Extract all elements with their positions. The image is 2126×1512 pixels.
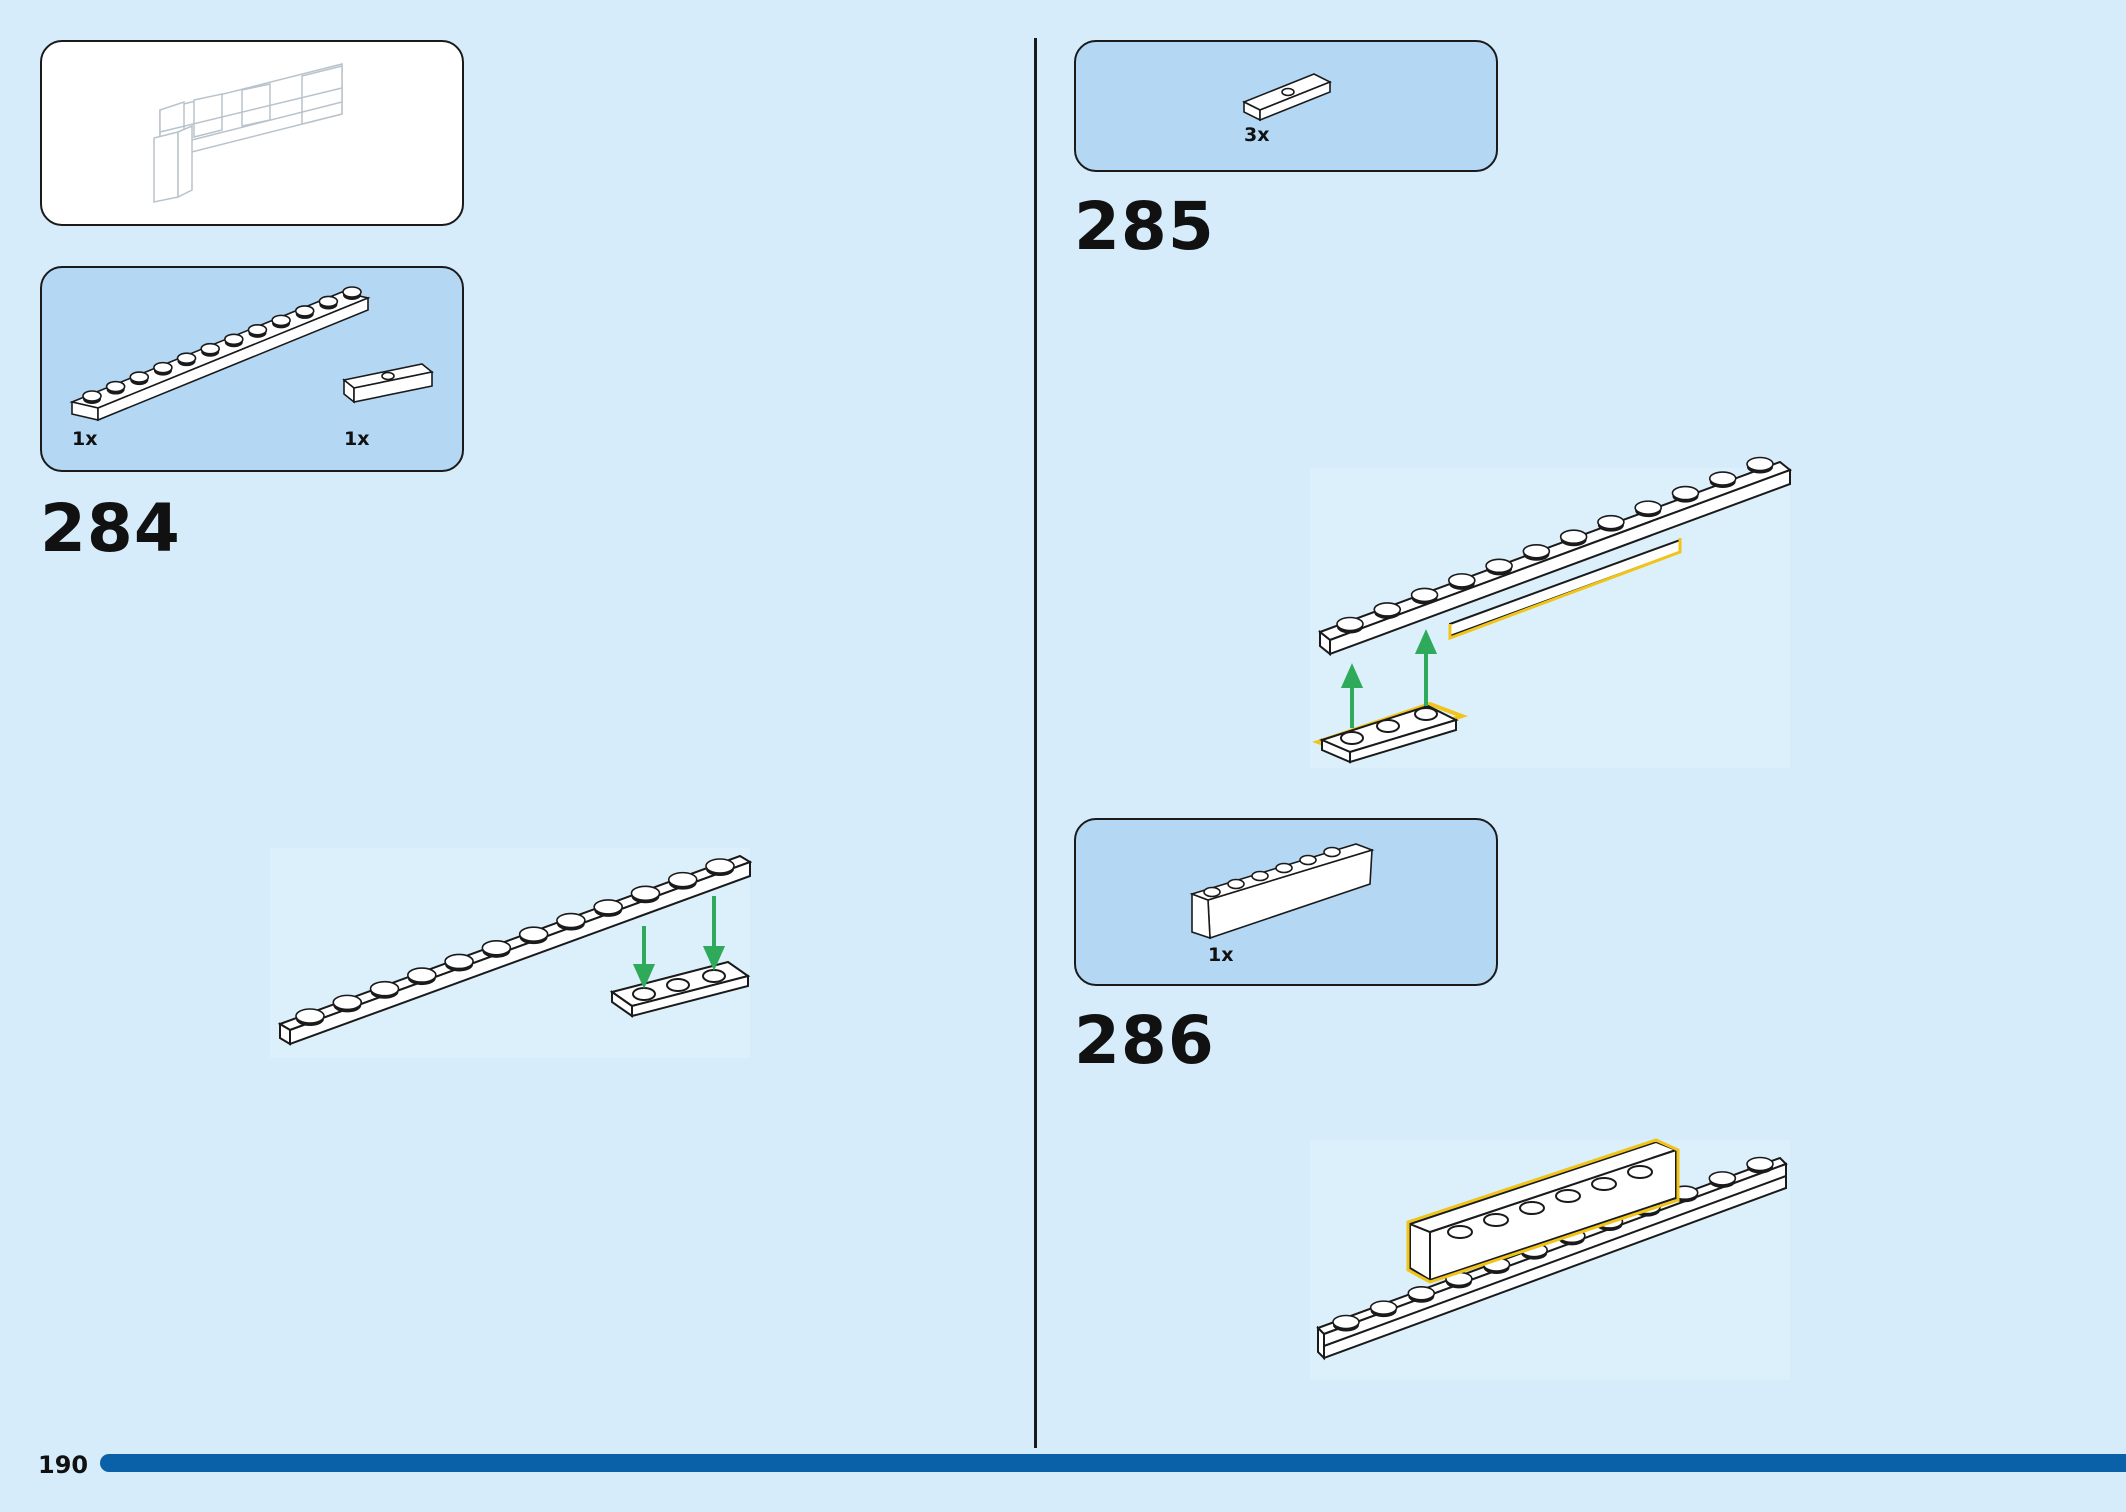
stud bbox=[224, 333, 244, 346]
stud bbox=[705, 858, 735, 874]
stud bbox=[247, 324, 268, 336]
stud bbox=[1559, 529, 1588, 545]
submodel-preview-image bbox=[153, 63, 343, 203]
page-number: 190 bbox=[38, 1451, 89, 1479]
parts-callout-286: 1x bbox=[1074, 818, 1498, 986]
stud bbox=[518, 926, 549, 942]
stud bbox=[1708, 471, 1737, 486]
part-brick-1x6-icon bbox=[1189, 843, 1375, 940]
part-qty: 1x bbox=[1208, 944, 1234, 966]
stud bbox=[1746, 456, 1774, 472]
part-tile-1x3-icon bbox=[1242, 73, 1332, 122]
stud bbox=[200, 342, 220, 355]
submodel-preview-box bbox=[40, 40, 464, 226]
part-plate-1x12-icon bbox=[69, 286, 434, 422]
stud bbox=[82, 390, 102, 402]
stud bbox=[332, 994, 363, 1011]
stud bbox=[1369, 1300, 1398, 1315]
stud bbox=[153, 361, 173, 374]
stud bbox=[1485, 558, 1513, 574]
stud bbox=[369, 980, 400, 997]
stud bbox=[481, 940, 512, 956]
step-number-284: 284 bbox=[40, 490, 181, 567]
stud bbox=[1332, 1314, 1360, 1330]
step-number-286: 286 bbox=[1074, 1002, 1215, 1079]
progress-bar bbox=[100, 1454, 2126, 1472]
stud bbox=[1448, 573, 1476, 588]
part-qty: 3x bbox=[1244, 124, 1270, 146]
stud bbox=[667, 871, 698, 888]
stud bbox=[556, 912, 586, 929]
stud bbox=[1373, 602, 1402, 617]
stud bbox=[630, 885, 661, 902]
stud bbox=[129, 371, 150, 383]
stud bbox=[1708, 1171, 1737, 1186]
stud bbox=[1407, 1285, 1436, 1301]
stud bbox=[1746, 1156, 1774, 1172]
parts-callout-284: 1x 1x bbox=[40, 266, 464, 472]
part-qty: 1x bbox=[72, 428, 98, 450]
stud bbox=[342, 286, 362, 298]
stud bbox=[1336, 616, 1364, 632]
assembly-illustration-284 bbox=[270, 848, 753, 1058]
parts-callout-285: 3x bbox=[1074, 40, 1498, 172]
assembly-illustration-285 bbox=[1310, 456, 1793, 768]
stud bbox=[271, 314, 291, 327]
progress-bar-fill bbox=[100, 1454, 2126, 1472]
stud bbox=[295, 1008, 325, 1024]
stud bbox=[1597, 514, 1625, 530]
stud bbox=[593, 899, 623, 915]
stud bbox=[444, 953, 474, 970]
step-number-285: 285 bbox=[1074, 188, 1215, 265]
page-divider bbox=[1034, 38, 1037, 1448]
stud bbox=[1522, 543, 1551, 559]
stud bbox=[294, 305, 315, 317]
stud bbox=[105, 380, 126, 393]
stud bbox=[176, 352, 197, 364]
part-qty: 1x bbox=[344, 428, 370, 450]
assembly-illustration-286 bbox=[1310, 1138, 1790, 1380]
stud bbox=[1671, 485, 1700, 501]
stud bbox=[318, 295, 339, 308]
stud bbox=[1410, 587, 1439, 603]
stud bbox=[407, 967, 437, 983]
stud bbox=[1634, 500, 1662, 515]
